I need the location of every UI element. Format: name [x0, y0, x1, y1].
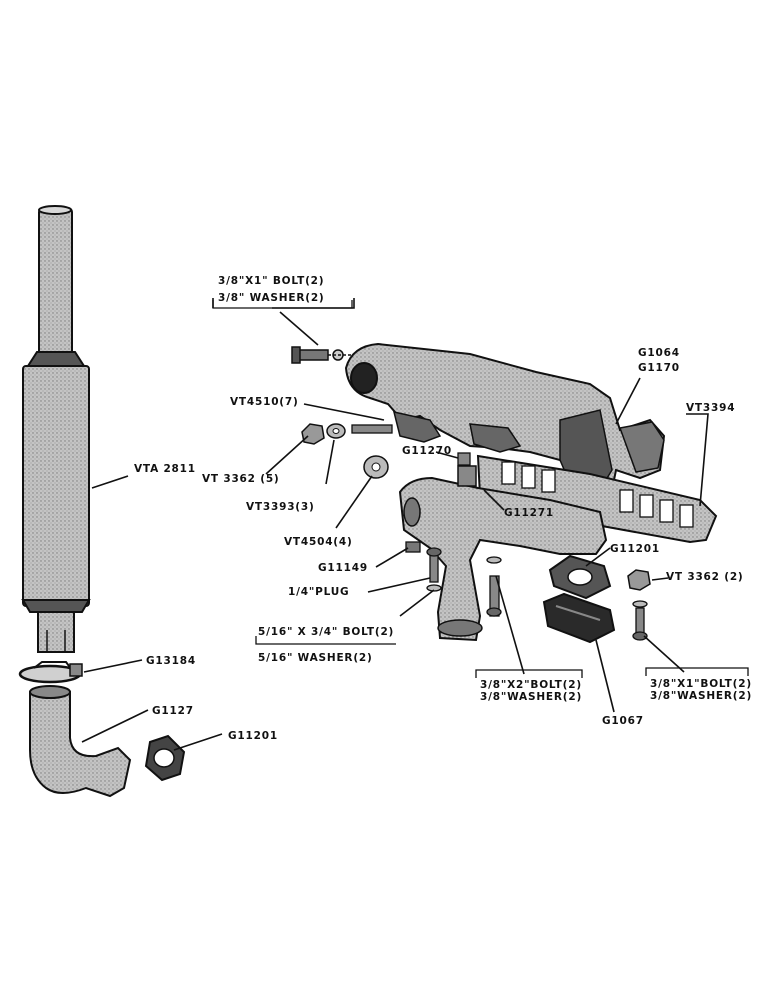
- label-brackets: [212, 300, 749, 678]
- label-washer-3-8-mid: 3/8"WASHER(2): [480, 691, 582, 703]
- label-g13184: G13184: [146, 655, 196, 667]
- cover-plate-part: [542, 592, 616, 644]
- label-vt3362-2: VT 3362 (2): [666, 571, 744, 583]
- label-g11201-left: G11201: [228, 730, 278, 742]
- label-g1067: G1067: [602, 715, 644, 727]
- elbow-gasket-part: [144, 734, 186, 782]
- label-g11270: G11270: [402, 445, 452, 457]
- muffler-body: [22, 365, 90, 607]
- tail-pipe-opening: [38, 205, 72, 215]
- intake-gasket-part: [548, 554, 612, 600]
- muffler-bottom-cone: [21, 599, 91, 613]
- label-g11149: G11149: [318, 562, 368, 574]
- label-vt4510: VT4510(7): [230, 396, 299, 408]
- label-washer-3-8-top: 3/8" WASHER(2): [218, 292, 325, 304]
- label-vt4504: VT4504(4): [284, 536, 353, 548]
- intake-manifold-part: [398, 465, 608, 642]
- hardware-bolts-washers: [291, 346, 651, 641]
- muffler-top-cone: [26, 351, 86, 367]
- label-g1064: G1064: [638, 347, 680, 359]
- label-bolt-5-16: 5/16" X 3/4" BOLT(2): [258, 626, 394, 638]
- manifold-gasket-part: [476, 454, 718, 544]
- label-g11201-right: G11201: [610, 543, 660, 555]
- label-g11271: G11271: [504, 507, 554, 519]
- label-vt3394: VT3394: [686, 402, 735, 414]
- muffler-inlet-pipe: [37, 611, 75, 653]
- exhaust-elbow-part: [29, 685, 132, 798]
- label-plug-1-4: 1/4"PLUG: [288, 586, 349, 598]
- label-g1127: G1127: [152, 705, 194, 717]
- clamp-part: [18, 661, 83, 684]
- label-vta2811: VTA 2811: [134, 463, 196, 475]
- label-washer-3-8-right: 3/8"WASHER(2): [650, 690, 752, 702]
- label-bolt-3-8x1-top: 3/8"X1" BOLT(2): [218, 275, 324, 287]
- label-washer-5-16: 5/16" WASHER(2): [258, 652, 373, 664]
- label-bolt-3-8x2: 3/8"X2"BOLT(2): [480, 679, 582, 691]
- label-vt3393: VT3393(3): [246, 501, 315, 513]
- label-g1170: G1170: [638, 362, 680, 374]
- label-vt3362-5: VT 3362 (5): [202, 473, 280, 485]
- muffler-assembly: [21, 205, 91, 653]
- tail-pipe: [38, 207, 73, 357]
- label-bolt-3-8x1-right: 3/8"X1"BOLT(2): [650, 678, 752, 690]
- part-labels: 3/8"X1" BOLT(2) 3/8" WASHER(2) G1064 G11…: [134, 275, 752, 742]
